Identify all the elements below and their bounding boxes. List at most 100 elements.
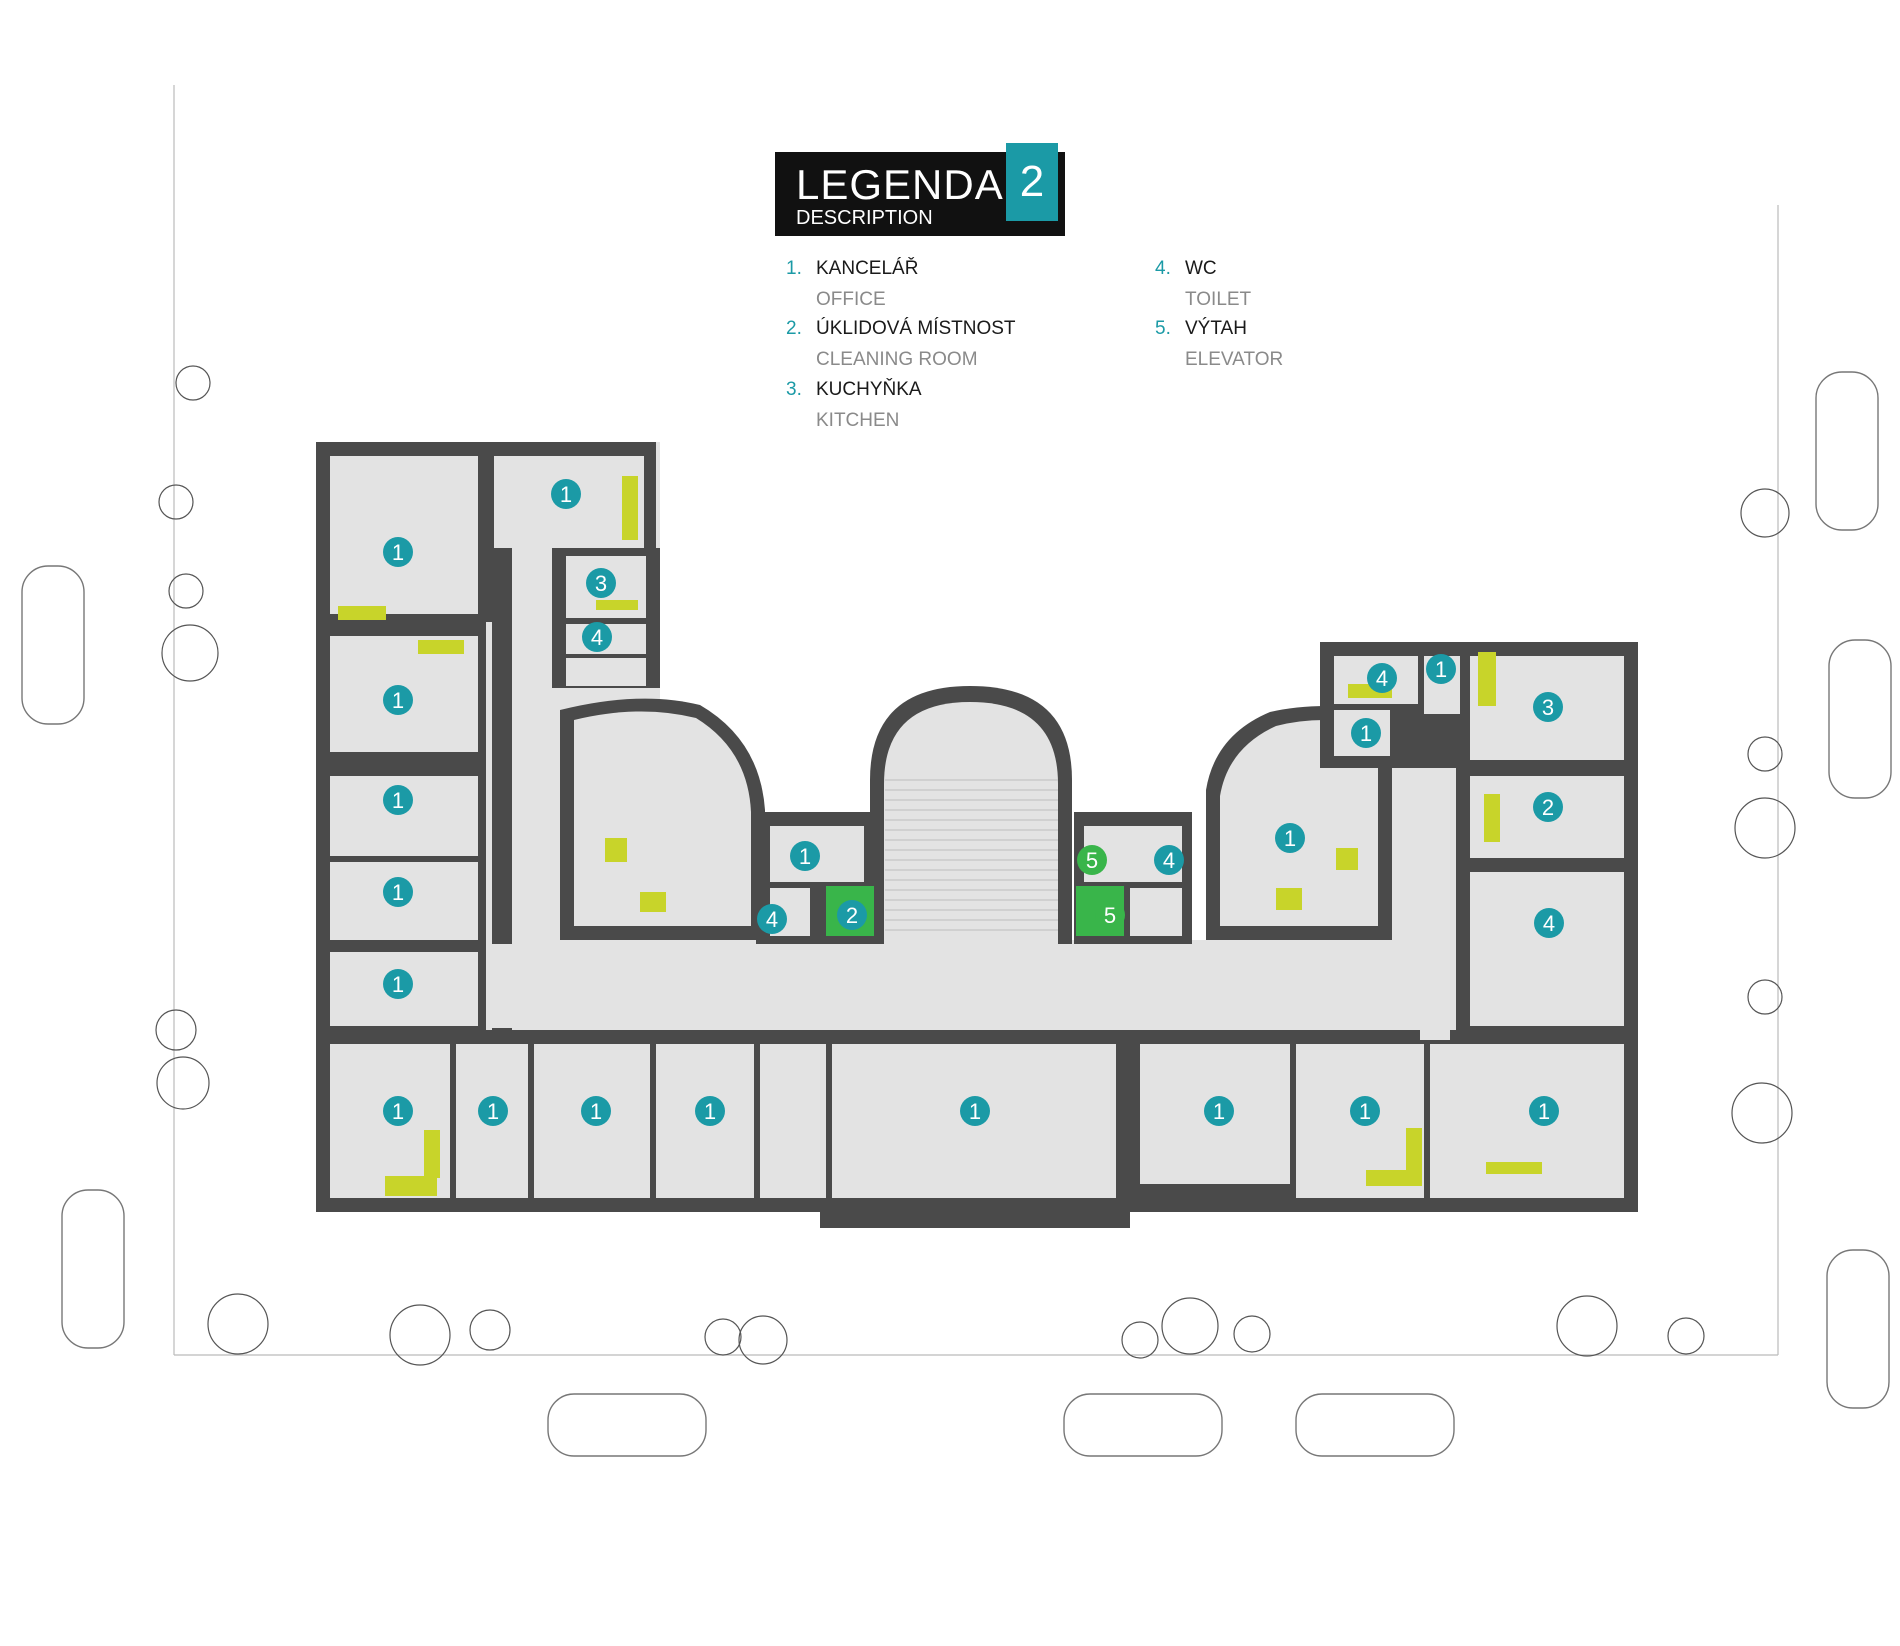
room-badge: 1	[581, 1096, 611, 1126]
room-badge: 1	[1350, 1096, 1380, 1126]
legend-item-office: 1. KANCELÁŘ OFFICE	[786, 258, 1086, 318]
room-badge-label: 4	[1376, 666, 1388, 691]
room-badge: 1	[1204, 1096, 1234, 1126]
legend-title: LEGENDA	[796, 161, 1004, 208]
room-badge: 1	[383, 785, 413, 815]
room-badge: 1	[383, 1096, 413, 1126]
room-badge-label: 3	[1542, 695, 1554, 720]
room-badge: 4	[1154, 845, 1184, 875]
room-badge-label: 1	[1284, 826, 1296, 851]
room-badge-circle	[695, 1096, 725, 1126]
legend-item-label-cz: KUCHYŇKA	[816, 379, 922, 400]
room-badge-label: 4	[1543, 911, 1555, 936]
room-badge-label: 4	[766, 907, 778, 932]
room-badge-label: 1	[799, 844, 811, 869]
legend-item-number: 3.	[786, 379, 802, 400]
room-badge-circle	[1426, 654, 1456, 684]
room-badge-circle	[1351, 718, 1381, 748]
room-badge-label: 1	[1435, 657, 1447, 682]
room-badge-label: 4	[1163, 848, 1175, 873]
legend-item-label-en: KITCHEN	[816, 410, 900, 431]
room-badge-circle	[478, 1096, 508, 1126]
room-badge: 1	[551, 479, 581, 509]
room-badge: 1	[383, 537, 413, 567]
room-badge-circle	[1095, 900, 1125, 930]
room-badge-circle	[960, 1096, 990, 1126]
room-badge-label: 5	[1104, 903, 1116, 928]
room-badge: 4	[1367, 663, 1397, 693]
room-badge-label: 4	[591, 625, 603, 650]
room-badge-circle	[383, 1096, 413, 1126]
room-badge: 3	[1533, 692, 1563, 722]
room-badge: 4	[757, 904, 787, 934]
room-badge: 1	[383, 877, 413, 907]
room-badge-circle	[383, 785, 413, 815]
room-badge: 1	[1426, 654, 1456, 684]
room-badge-circle	[790, 841, 820, 871]
room-badge: 4	[1534, 908, 1564, 938]
room-badge: 1	[960, 1096, 990, 1126]
room-badge-circle	[383, 537, 413, 567]
room-badge-label: 1	[392, 688, 404, 713]
legend-item-label-en: TOILET	[1185, 289, 1252, 310]
room-badge-label: 2	[1542, 795, 1554, 820]
room-badge-label: 1	[590, 1099, 602, 1124]
room-badge-circle	[383, 969, 413, 999]
room-badge-label: 1	[560, 482, 572, 507]
legend-item-label-en: OFFICE	[816, 289, 886, 310]
room-badge-circle	[581, 1096, 611, 1126]
central-stairwell	[870, 686, 1072, 960]
room-badge-label: 1	[1360, 721, 1372, 746]
room-badge-circle	[582, 622, 612, 652]
legend-item-label-cz: ÚKLIDOVÁ MÍSTNOST	[816, 318, 1016, 339]
room-badge-circle	[551, 479, 581, 509]
corridor	[492, 940, 1450, 1040]
room-badge-circle	[1534, 908, 1564, 938]
legend-item-number: 4.	[1155, 258, 1171, 279]
legend-item-elevator: 5. VÝTAH ELEVATOR	[1155, 318, 1355, 378]
site-boundary	[173, 85, 1779, 1356]
room-badge-circle	[1529, 1096, 1559, 1126]
room-badge-label: 1	[487, 1099, 499, 1124]
room-badge-label: 5	[1086, 848, 1098, 873]
room-badge-label: 1	[392, 880, 404, 905]
room-badge-label: 2	[846, 903, 858, 928]
room-badge-circle	[1154, 845, 1184, 875]
room-badge-circle	[586, 568, 616, 598]
room-badge-circle	[1077, 845, 1107, 875]
legend-item-cleaning-room: 2. ÚKLIDOVÁ MÍSTNOST CLEANING ROOM	[786, 318, 1086, 378]
legend-floor-number: 2	[1006, 143, 1058, 221]
legend-item-number: 1.	[786, 258, 802, 279]
trees	[155, 365, 1796, 1366]
room-badge-label: 1	[1213, 1099, 1225, 1124]
room-badge: 1	[1275, 823, 1305, 853]
room-badge-label: 1	[704, 1099, 716, 1124]
room-badge-label: 1	[1359, 1099, 1371, 1124]
legend-item-number: 2.	[786, 318, 802, 339]
room-badge-circle	[837, 900, 867, 930]
legend-item-label-cz: WC	[1185, 258, 1217, 279]
room-badge: 1	[1529, 1096, 1559, 1126]
room-badge: 5	[1077, 845, 1107, 875]
legend-item-label-cz: VÝTAH	[1185, 318, 1247, 339]
room-badge: 5	[1095, 900, 1125, 930]
room-badge-label: 1	[392, 1099, 404, 1124]
room-badge: 1	[478, 1096, 508, 1126]
room-badge-circle	[1204, 1096, 1234, 1126]
room-badge-circle	[1533, 692, 1563, 722]
room-badge: 1	[1351, 718, 1381, 748]
room-badge-circle	[383, 685, 413, 715]
legend-item-toilet: 4. WC TOILET	[1155, 258, 1355, 318]
legend-item-number: 5.	[1155, 318, 1171, 339]
room-badge-label: 1	[1538, 1099, 1550, 1124]
room-badge: 2	[837, 900, 867, 930]
room-badge-label: 1	[392, 788, 404, 813]
room-badge: 1	[383, 685, 413, 715]
legend-item-label-cz: KANCELÁŘ	[816, 258, 919, 279]
room-badge-circle	[383, 877, 413, 907]
room-badge-circle	[757, 904, 787, 934]
room-badge-label: 1	[392, 972, 404, 997]
room-badge-circle	[1367, 663, 1397, 693]
